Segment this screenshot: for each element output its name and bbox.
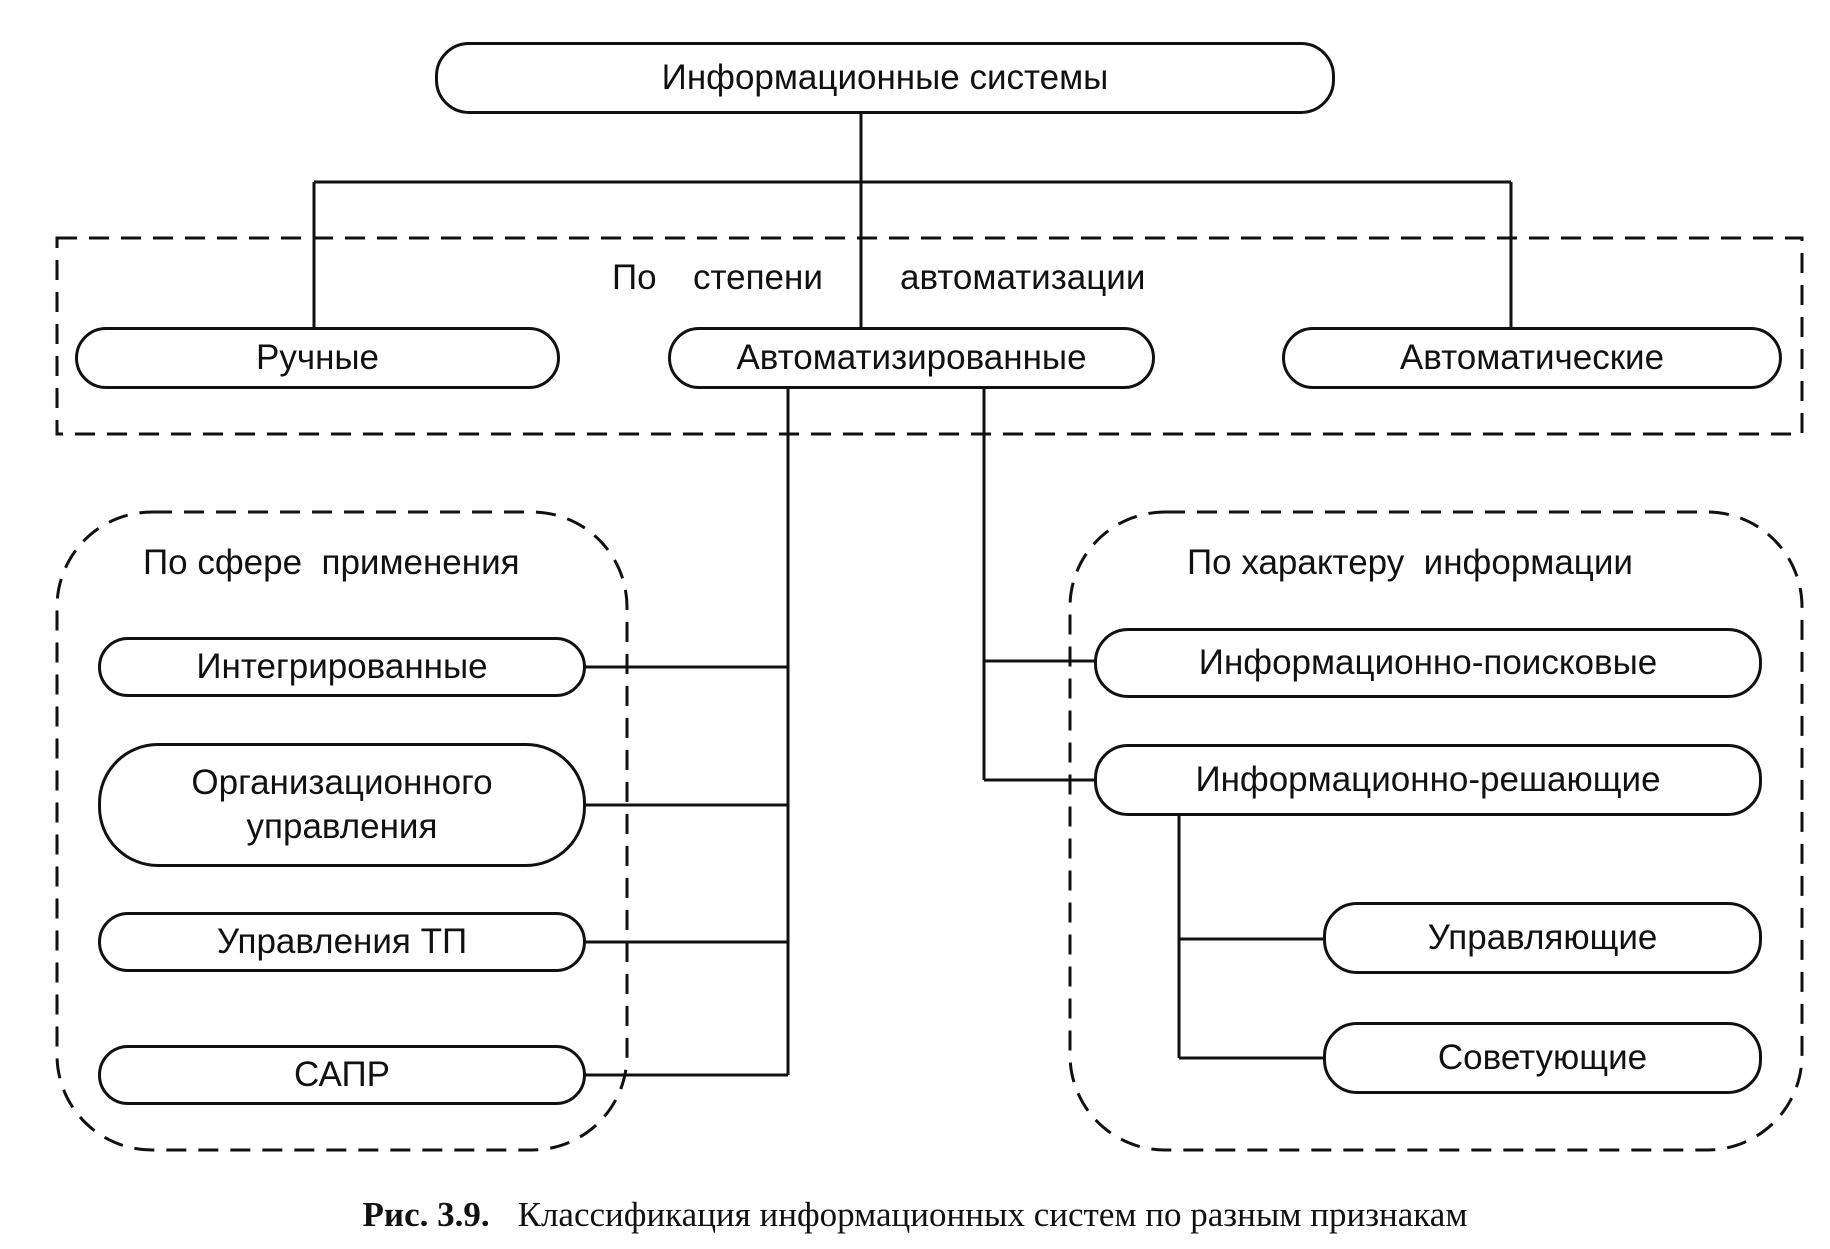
automation-label-word-2: степени bbox=[693, 258, 823, 297]
node-automated: Автоматизированные bbox=[668, 327, 1155, 389]
node-process-control: Управления ТП bbox=[98, 912, 586, 972]
node-integrated: Интегрированные bbox=[98, 637, 586, 697]
connectors bbox=[312, 113, 1513, 1077]
caption-text: Классификация информационных систем по р… bbox=[517, 1195, 1468, 1234]
node-manual: Ручные bbox=[75, 327, 560, 389]
automation-label-word-1: По bbox=[612, 258, 657, 297]
information-group-label: По характеру информации bbox=[1187, 543, 1633, 582]
node-controlling: Управляющие bbox=[1323, 902, 1762, 974]
automation-group-frame bbox=[55, 236, 1804, 436]
application-group-label: По сфере применения bbox=[143, 543, 520, 582]
information-group-frame bbox=[1068, 510, 1804, 1152]
node-information-decision: Информационно-решающие bbox=[1094, 744, 1762, 816]
node-cad: САПР bbox=[98, 1045, 586, 1105]
node-information-search: Информационно-поисковые bbox=[1094, 628, 1762, 698]
root-node: Информационные системы bbox=[435, 42, 1335, 114]
node-advising: Советующие bbox=[1323, 1022, 1762, 1094]
node-organizational-management: Организационного управления bbox=[98, 743, 586, 867]
automation-label-word-3: автоматизации bbox=[900, 258, 1146, 297]
node-automatic: Автоматические bbox=[1282, 327, 1782, 389]
application-group-frame bbox=[55, 510, 629, 1152]
caption-number: Рис. 3.9. bbox=[362, 1195, 490, 1234]
figure-caption: Рис. 3.9. Классификация информационных си… bbox=[0, 1195, 1830, 1235]
